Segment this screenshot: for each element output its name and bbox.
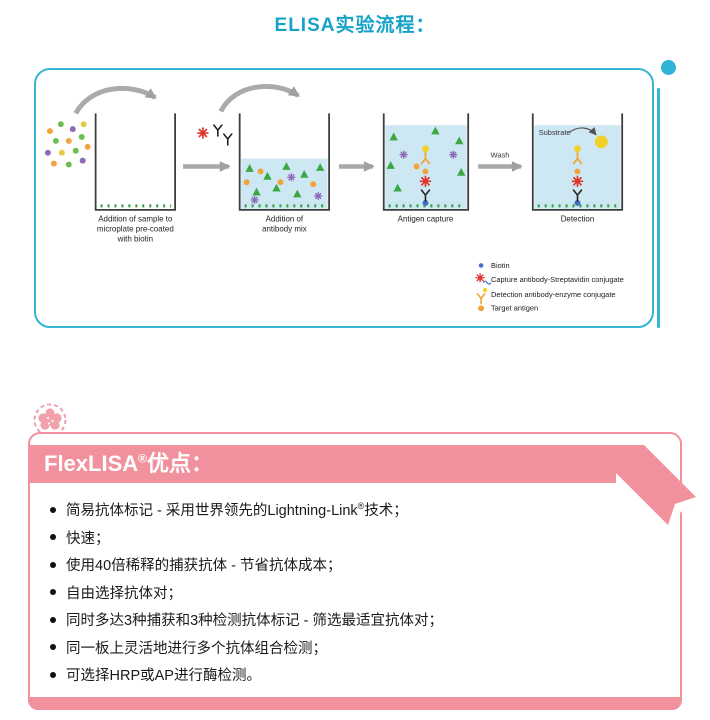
bullet-text-part: 快速； bbox=[66, 530, 110, 547]
bullet-text: 快速； bbox=[66, 527, 110, 548]
page-title: ELISA实验流程： bbox=[274, 15, 436, 36]
bullet-text-part: 技术； bbox=[364, 503, 408, 520]
advantages-panel: FlexLISA®优点： 简易抗体标记 - 采用世界领先的Lightning-L… bbox=[28, 432, 696, 710]
step3-label: Antigen capture bbox=[398, 215, 454, 224]
step1-sample-addition bbox=[44, 85, 176, 211]
list-item: 同时多达3种捕获和3种检测抗体标记 - 筛选最适宜抗体对； bbox=[50, 606, 656, 634]
bullet-text: 可选择HRP或AP进行酶检测。 bbox=[66, 664, 261, 685]
legend-label: Biotin bbox=[491, 261, 510, 270]
well3-contents bbox=[386, 126, 466, 206]
legend: Biotin Capture antibody-Streptavidin con… bbox=[475, 261, 624, 313]
step1-label: microplate pre-coated bbox=[97, 225, 174, 234]
advantages-list: 简易抗体标记 - 采用世界领先的Lightning-Link®技术； 快速； 使… bbox=[50, 496, 656, 689]
list-item: 自由选择抗体对； bbox=[50, 579, 656, 607]
advantages-heading-banner: FlexLISA®优点： bbox=[28, 445, 616, 483]
bullet-text-part: 可选择HRP或AP进行酶检测。 bbox=[66, 668, 261, 685]
sample-dots-icon bbox=[44, 121, 91, 168]
bullet-dot bbox=[50, 534, 56, 541]
bottom-bar bbox=[28, 697, 682, 710]
step4-label: Detection bbox=[561, 215, 595, 224]
list-item: 使用40倍稀释的捕获抗体 - 节省抗体成本； bbox=[50, 551, 656, 579]
elisa-workflow-diagram: Wash Substrate bbox=[44, 83, 624, 313]
microplate-well-4 bbox=[531, 113, 624, 211]
microplate-well-1 bbox=[94, 113, 176, 211]
legend-label: Detection antibody-enzyme conjugate bbox=[491, 290, 616, 299]
bullet-text: 同一板上灵活地进行多个抗体组合检测； bbox=[66, 637, 327, 658]
bullet-text-part: 使用40倍稀释的捕获抗体 - 节省抗体成本； bbox=[66, 558, 342, 575]
microplate-well-2 bbox=[238, 113, 330, 211]
antibody-mix-icon bbox=[197, 124, 233, 146]
list-item: 同一板上灵活地进行多个抗体组合检测； bbox=[50, 634, 656, 662]
bullet-dot bbox=[50, 506, 56, 513]
elisa-workflow-panel: Wash Substrate bbox=[34, 68, 654, 328]
well2-contents bbox=[243, 162, 325, 205]
pour-arrow-icon bbox=[218, 83, 300, 113]
substrate-label: Substrate bbox=[539, 128, 571, 137]
list-item: 可选择HRP或AP进行酶检测。 bbox=[50, 661, 656, 689]
capture-conjugate-legend-icon bbox=[475, 273, 492, 285]
legend-label: Capture antibody-Streptavidin conjugate bbox=[491, 275, 624, 284]
substrate-arrow bbox=[568, 126, 597, 136]
heading-text: 优点： bbox=[146, 451, 213, 476]
bullet-text: 使用40倍稀释的捕获抗体 - 节省抗体成本； bbox=[66, 554, 342, 575]
accent-dot bbox=[661, 60, 676, 75]
bullet-text-part: 自由选择抗体对； bbox=[66, 585, 182, 602]
bullet-dot bbox=[50, 561, 56, 568]
microplate-well-3 bbox=[382, 113, 470, 211]
bullet-dot bbox=[50, 616, 56, 623]
wash-label: Wash bbox=[491, 151, 510, 160]
bullet-dot bbox=[50, 589, 56, 596]
step4-detection: Substrate bbox=[531, 113, 624, 211]
step2-label: Addition of bbox=[266, 215, 304, 224]
substrate-product-icon bbox=[594, 135, 608, 149]
registered-mark: ® bbox=[138, 451, 147, 466]
step2-antibody-mix bbox=[197, 83, 330, 211]
bullet-dot bbox=[50, 671, 56, 678]
step3-antigen-capture bbox=[382, 113, 470, 211]
bullet-text: 自由选择抗体对； bbox=[66, 582, 182, 603]
accent-line bbox=[657, 88, 660, 328]
step1-label: Addition of sample to bbox=[98, 215, 173, 224]
list-item: 简易抗体标记 - 采用世界领先的Lightning-Link®技术； bbox=[50, 496, 656, 524]
legend-label: Target antigen bbox=[491, 304, 538, 313]
bullet-text-part: 简易抗体标记 - 采用世界领先的Lightning-Link bbox=[66, 503, 358, 520]
bullet-dot bbox=[50, 644, 56, 651]
registered-mark: ® bbox=[357, 501, 365, 512]
heading-text: FlexLISA bbox=[44, 451, 139, 476]
step-labels: Addition of sample to microplate pre-coa… bbox=[97, 215, 594, 244]
detection-conjugate-legend-icon bbox=[476, 287, 488, 305]
bullet-text-part: 同一板上灵活地进行多个抗体组合检测； bbox=[66, 640, 327, 657]
list-item: 快速； bbox=[50, 524, 656, 552]
step1-label: with biotin bbox=[117, 234, 153, 243]
target-antigen-legend-icon bbox=[478, 305, 485, 312]
step2-label: antibody mix bbox=[262, 225, 307, 234]
flower-icon bbox=[32, 402, 68, 438]
detection-complex-icon bbox=[571, 145, 584, 206]
bullet-text: 简易抗体标记 - 采用世界领先的Lightning-Link®技术； bbox=[66, 499, 408, 520]
pour-arrow-icon bbox=[73, 85, 157, 115]
bullet-text-part: 同时多达3种捕获和3种检测抗体标记 - 筛选最适宜抗体对； bbox=[66, 613, 444, 630]
biotin-legend-icon bbox=[478, 263, 484, 268]
ribbon-tail bbox=[616, 445, 696, 525]
bullet-text: 同时多达3种捕获和3种检测抗体标记 - 筛选最适宜抗体对； bbox=[66, 609, 443, 630]
